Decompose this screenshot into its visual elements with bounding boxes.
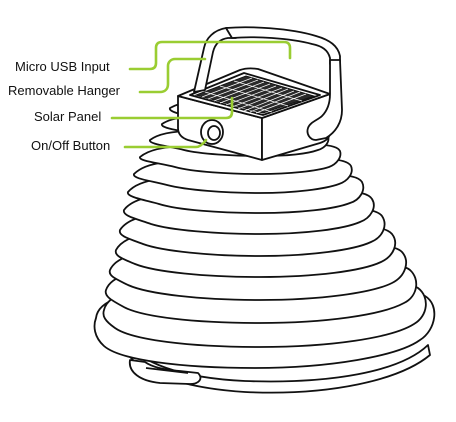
callout-removable-hanger: Removable Hanger [8, 83, 121, 98]
callout-solar-panel: Solar Panel [34, 109, 102, 124]
callout-on-off-button: On/Off Button [31, 138, 111, 153]
leader-line-removable-hanger [138, 57, 207, 94]
leader-lines [110, 40, 292, 149]
leader-line-solar-panel [110, 96, 234, 120]
callout-micro-usb-input: Micro USB Input [15, 59, 110, 74]
on-off-button-shape [200, 119, 224, 145]
leader-line-micro-usb-input [128, 40, 292, 71]
hanger [193, 26, 343, 141]
solar-panel-cells [194, 75, 316, 114]
leader-line-on-off-button [123, 138, 208, 149]
lantern-base [126, 341, 431, 394]
